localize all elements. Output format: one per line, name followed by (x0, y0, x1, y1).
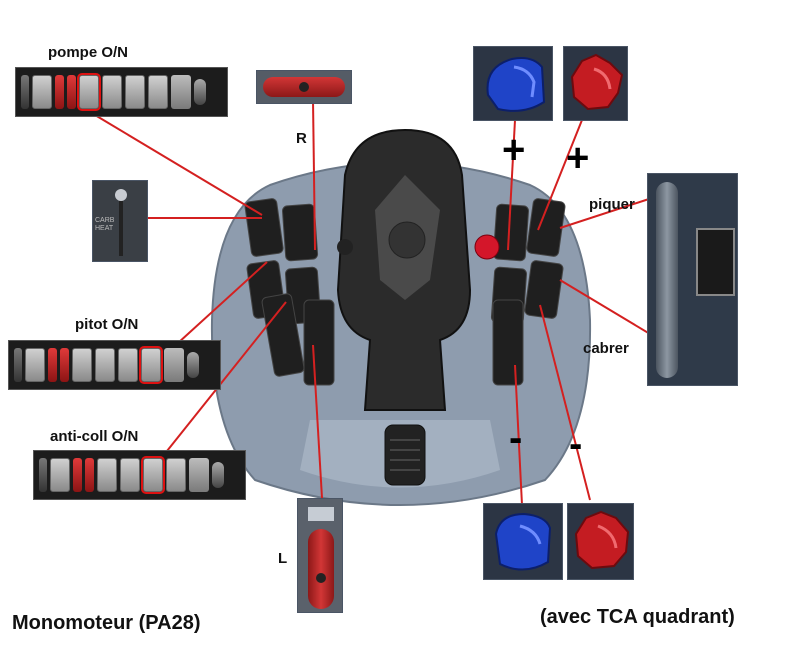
rocker-right-4 (524, 260, 564, 319)
switch-red-1 (55, 75, 64, 109)
carb-heat-knob (115, 189, 127, 201)
label-pitot: pitot O/N (75, 316, 139, 333)
switch-dark (39, 458, 47, 492)
switch-red-2 (67, 75, 76, 109)
switch-dark (21, 75, 29, 109)
label-anticoll: anti-coll O/N (50, 428, 139, 445)
label-cabrer: cabrer (583, 340, 629, 357)
sign-minus-red: - (569, 422, 583, 466)
label-pompe: pompe O/N (48, 44, 129, 61)
trim-wheel (384, 424, 426, 486)
line-pompe (94, 114, 263, 216)
thumb-minus-blue-knob (483, 503, 563, 580)
thumb-plus-red-knob (563, 46, 628, 121)
switch-pitot-heat (139, 346, 163, 384)
switch-master (25, 348, 45, 382)
rocker-left-2 (281, 203, 319, 262)
line-pitot (177, 261, 268, 344)
l-lever (308, 529, 334, 609)
sign-plus-red: + (566, 136, 590, 180)
thumb-carb-heat: CARB HEAT (92, 180, 148, 262)
blue-knob-plus (486, 57, 546, 112)
switch-nav-light (125, 75, 145, 109)
switch-red-1 (73, 458, 82, 492)
title-left: Monomoteur (PA28) (12, 612, 201, 634)
l-lever-gauge (308, 507, 334, 521)
rheostat-knob (194, 79, 206, 105)
left-rocker-group (244, 198, 335, 386)
rheostat-knob (187, 352, 199, 378)
trim-wheel-edge (656, 182, 678, 378)
label-r: R (296, 130, 307, 147)
switch-cap (171, 75, 191, 109)
label-piquer: piquer (589, 196, 635, 213)
switch-landing-light (120, 458, 140, 492)
line-r (312, 99, 316, 251)
switch-red-2 (60, 348, 69, 382)
trim-indicator (696, 228, 735, 296)
switch-master (32, 75, 52, 109)
switch-landing-light (95, 348, 115, 382)
rocker-right-5 (492, 299, 524, 386)
hat-switch (388, 221, 426, 259)
switch-pitot-heat (148, 75, 168, 109)
switch-red-1 (48, 348, 57, 382)
blue-knob-minus (494, 512, 552, 571)
panel-anticoll (33, 450, 246, 500)
panel-pompe (15, 67, 228, 117)
thumb-trim-wheel (647, 173, 738, 386)
line-minus-blue (514, 364, 523, 506)
switch-dark (14, 348, 22, 382)
switch-master (50, 458, 70, 492)
r-lever-screw (299, 82, 309, 92)
carb-heat-text: CARB HEAT (95, 217, 115, 232)
panel-pitot (8, 340, 221, 390)
red-button (474, 234, 500, 260)
thumb-minus-red-knob (567, 503, 634, 580)
switch-fuel-pump (77, 73, 101, 111)
rheostat-knob (212, 462, 224, 488)
sign-minus-blue: - (509, 416, 523, 460)
connector-lines (94, 99, 661, 506)
switch-fuel-pump (72, 348, 92, 382)
red-knob-plus (570, 53, 624, 111)
switch-red-2 (85, 458, 94, 492)
switch-cap (189, 458, 209, 492)
thumb-plus-blue-knob (473, 46, 553, 121)
left-thumb-button (337, 239, 353, 255)
sign-plus-blue: + (502, 128, 526, 172)
line-plus-red (537, 119, 583, 231)
thumb-l-lever (297, 498, 343, 613)
line-l (312, 344, 323, 499)
switch-pitot-heat (166, 458, 186, 492)
carb-heat-slot (119, 201, 123, 256)
switch-nav-light (118, 348, 138, 382)
label-l: L (278, 550, 288, 567)
trim-wheel-ridges (390, 439, 420, 471)
rocker-left-6 (303, 299, 335, 386)
title-right: (avec TCA quadrant) (540, 606, 735, 628)
red-knob-minus (574, 510, 630, 570)
line-cabrer (559, 279, 661, 341)
line-anticoll (162, 301, 287, 457)
switch-cap (164, 348, 184, 382)
rocker-left-1 (244, 198, 284, 257)
right-rocker-group (490, 198, 566, 386)
line-minus-red (539, 304, 591, 501)
l-lever-screw (316, 573, 326, 583)
line-piquer (559, 197, 653, 229)
switch-anticoll (141, 456, 165, 494)
switch-landing-light (102, 75, 122, 109)
switch-fuel-pump (97, 458, 117, 492)
rocker-left-5 (261, 293, 305, 377)
rocker-right-1 (492, 203, 530, 262)
line-plus-blue (507, 119, 516, 251)
thumb-r-lever (256, 70, 352, 104)
